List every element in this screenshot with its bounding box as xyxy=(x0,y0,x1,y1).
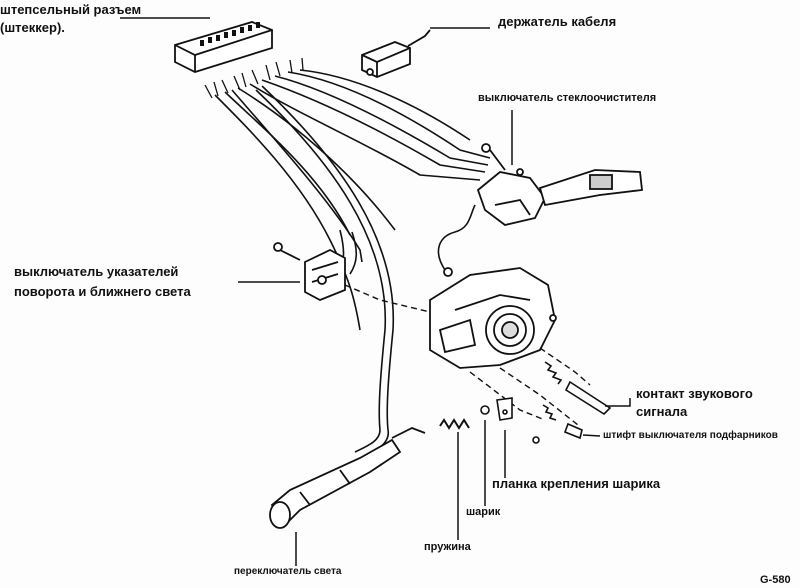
springs-and-pins xyxy=(439,361,612,444)
label-connector-line2: (штеккер). xyxy=(0,20,65,35)
label-turn-switch-line2: поворота и ближнего света xyxy=(14,284,191,299)
label-turn-switch-line1: выключатель указателей xyxy=(14,264,179,279)
label-fog-pin: штифт выключателя подфарников xyxy=(603,430,778,441)
light-switch-lever xyxy=(269,427,426,529)
label-cable-holder: держатель кабеля xyxy=(498,14,617,29)
figure-code: G-580 xyxy=(760,574,791,586)
leader-lines xyxy=(120,17,631,566)
label-spring: пружина xyxy=(424,541,471,553)
wire-harness xyxy=(214,69,491,456)
cable-holder xyxy=(361,29,431,78)
label-light-switch: переключатель света xyxy=(234,566,342,577)
label-wiper-switch: выключатель стеклоочистителя xyxy=(478,92,657,104)
dashed-guide-lines xyxy=(344,284,591,426)
wiper-switch xyxy=(476,143,643,226)
label-horn-contact-line1: контакт звукового xyxy=(636,386,753,401)
wire-fan xyxy=(204,57,304,99)
label-ball-plate: планка крепления шарика xyxy=(492,476,661,491)
label-connector-line1: штепсельный разъем xyxy=(0,2,142,17)
label-ball: шарик xyxy=(466,506,501,518)
connector-plug xyxy=(174,21,273,73)
label-horn-contact-line2: сигнала xyxy=(636,404,688,419)
combination-switch-housing xyxy=(429,267,557,369)
turn-signal-switch xyxy=(273,242,346,301)
